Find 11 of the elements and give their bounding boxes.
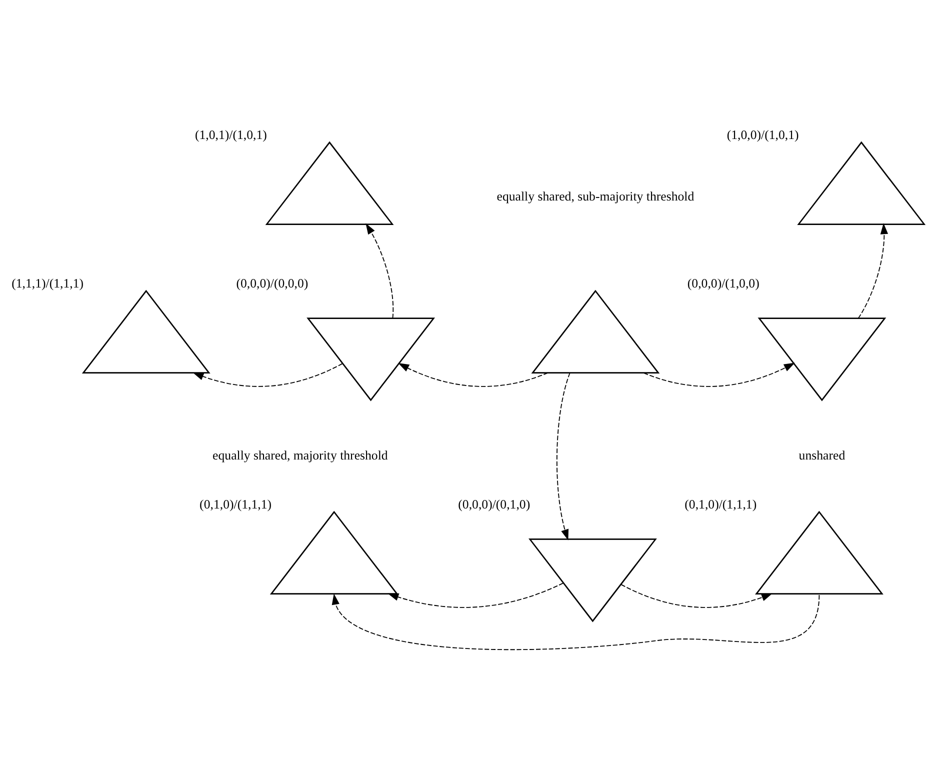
label: equally shared, majority threshold <box>212 448 388 462</box>
label: unshared <box>798 448 846 462</box>
node-label: (0,1,0)/(1,1,1) <box>200 496 272 511</box>
node-label: (0,0,0)/(0,0,0) <box>236 276 308 290</box>
node-label: (1,0,0)/(1,0,1) <box>726 127 799 142</box>
label: equally shared, sub-majority threshold <box>496 188 694 203</box>
node-label: (0,1,0)/(1,1,1) <box>684 496 757 511</box>
node-label: (1,0,1)/(1,0,1) <box>194 127 267 142</box>
node-label: (0,0,0)/(1,0,0) <box>687 276 760 290</box>
node-label: (0,0,0)/(0,1,0) <box>458 496 530 511</box>
node-label: (1,1,1)/(1,1,1) <box>12 276 84 290</box>
